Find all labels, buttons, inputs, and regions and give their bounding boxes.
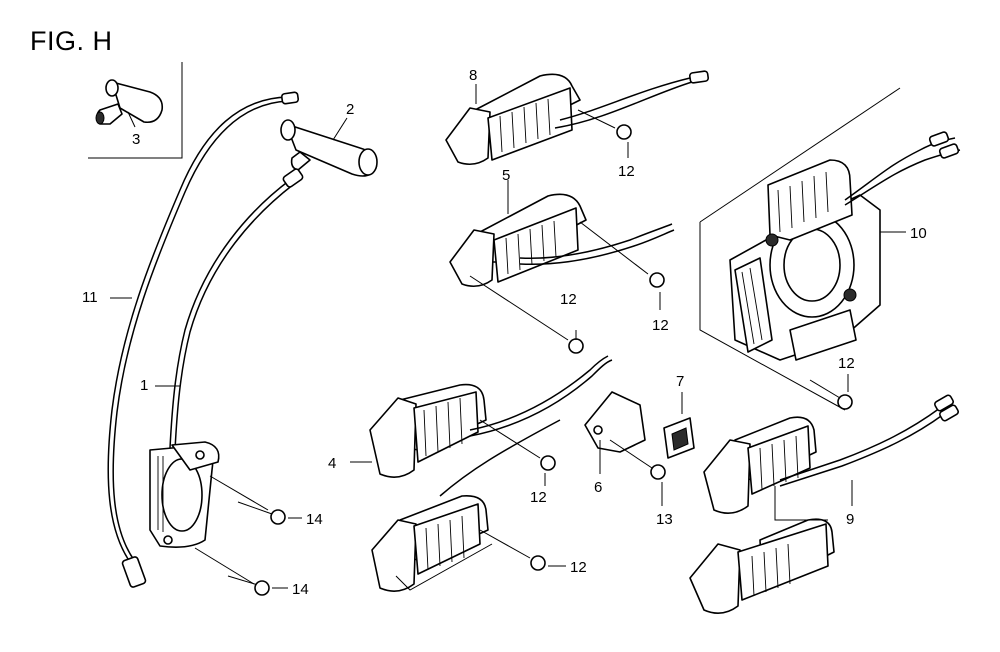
part-1-ignition-coil <box>149 168 304 548</box>
part-14-bolts <box>194 475 302 596</box>
figure-title: FIG. H <box>30 26 113 56</box>
part-9-coils <box>689 394 959 614</box>
part-3-inset <box>88 62 183 159</box>
callout-6: 6 <box>594 479 602 496</box>
callout-labels: 3 2 11 1 14 14 8 12 5 12 12 10 12 7 4 12… <box>82 67 927 598</box>
part-8-coil <box>445 70 710 166</box>
callout-9: 9 <box>846 511 854 528</box>
part-2-plug-cap <box>280 117 378 177</box>
callout-14b: 14 <box>292 581 309 598</box>
callout-14a: 14 <box>306 511 323 528</box>
callout-12c: 12 <box>652 317 669 334</box>
callout-12e: 12 <box>530 489 547 506</box>
callout-8: 8 <box>469 67 477 84</box>
part-10-stator <box>699 87 961 411</box>
callout-10: 10 <box>910 225 927 242</box>
callout-12f: 12 <box>570 559 587 576</box>
part-5-coil <box>449 180 675 354</box>
part-4-coils <box>350 355 613 592</box>
callout-5: 5 <box>502 167 510 184</box>
part-11-lead-wire <box>107 91 300 588</box>
callout-1: 1 <box>140 377 148 394</box>
callout-7: 7 <box>676 373 684 390</box>
callout-2: 2 <box>346 101 354 118</box>
callout-11: 11 <box>82 289 98 306</box>
callout-3: 3 <box>132 131 140 148</box>
part-6-bracket <box>584 391 666 506</box>
callout-13: 13 <box>656 511 673 528</box>
callout-4: 4 <box>328 455 336 472</box>
callout-12b: 12 <box>560 291 577 308</box>
callout-12d: 12 <box>838 355 855 372</box>
part-7-clip <box>663 392 695 459</box>
callout-12a: 12 <box>618 163 635 180</box>
